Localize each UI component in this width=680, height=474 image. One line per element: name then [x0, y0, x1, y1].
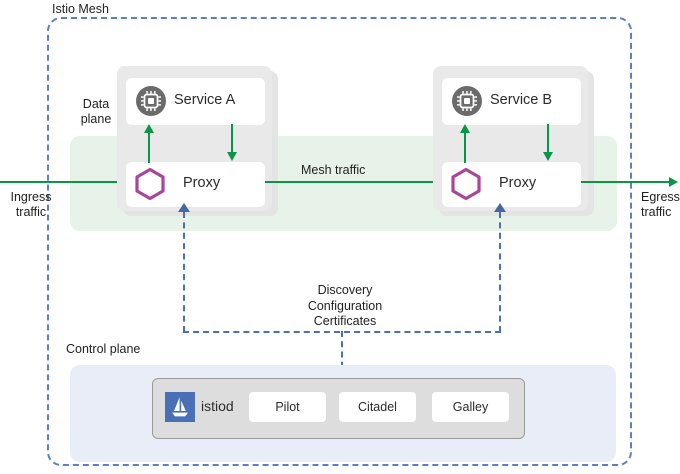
proxy-a-label: Proxy — [183, 175, 221, 191]
service-a-to-proxy-a-line — [231, 124, 234, 155]
control-channel-line1: Discovery — [317, 283, 373, 297]
service-a-label: Service A — [174, 92, 236, 108]
egress-traffic-line — [581, 181, 671, 184]
sailboat-logo-icon — [165, 392, 195, 422]
control-plane-label: Control plane — [66, 342, 141, 356]
proxy-a-to-service-a-arrowhead — [144, 124, 154, 133]
component-chip-citadel[interactable]: Citadel — [339, 392, 416, 422]
egress-traffic-arrowhead — [669, 177, 678, 187]
proxy-b-label: Proxy — [499, 175, 537, 191]
control-to-proxy-b-line — [499, 212, 501, 332]
service-b-label: Service B — [490, 92, 553, 108]
proxy-a-to-service-a-line — [148, 131, 151, 163]
hexagon-icon — [134, 167, 166, 201]
istio-mesh-boundary — [47, 17, 632, 466]
proxy-a-card[interactable]: Proxy — [126, 162, 265, 207]
control-to-proxy-a-line — [183, 212, 185, 332]
data-plane-label-line2: plane — [80, 112, 112, 126]
cpu-chip-icon — [452, 86, 482, 116]
mesh-traffic-line — [265, 181, 445, 184]
ingress-traffic-label: Ingress traffic — [3, 190, 59, 220]
ingress-traffic-line — [0, 181, 128, 184]
control-channel-label: Discovery Configuration Certificates — [280, 283, 410, 330]
mesh-traffic-label: Mesh traffic — [301, 163, 366, 177]
egress-traffic-label-line2: traffic — [641, 205, 672, 219]
control-to-proxy-b-arrowhead — [494, 203, 506, 212]
control-plane-stem-line — [341, 331, 343, 378]
egress-traffic-label-line1: Egress — [641, 190, 680, 204]
ingress-traffic-label-line1: Ingress — [10, 190, 52, 204]
data-plane-label-line1: Data — [82, 97, 110, 111]
component-chip-pilot[interactable]: Pilot — [249, 392, 326, 422]
egress-traffic-label: Egress traffic — [641, 190, 680, 220]
service-b-card[interactable]: Service B — [442, 78, 581, 125]
service-b-to-proxy-b-line — [547, 124, 550, 155]
proxy-b-card[interactable]: Proxy — [442, 162, 581, 207]
proxy-b-to-service-b-line — [464, 131, 467, 163]
service-b-to-proxy-b-arrowhead — [543, 152, 553, 161]
component-chip-galley[interactable]: Galley — [432, 392, 509, 422]
ingress-traffic-label-line2: traffic — [15, 205, 47, 219]
control-to-proxy-a-arrowhead — [178, 203, 190, 212]
control-channel-line2: Configuration — [307, 298, 383, 313]
proxy-b-to-service-b-arrowhead — [460, 124, 470, 133]
control-channel-line3: Certificates — [313, 314, 377, 328]
data-plane-label: Data plane — [66, 97, 126, 127]
hexagon-icon — [450, 167, 482, 201]
service-a-to-proxy-a-arrowhead — [227, 152, 237, 161]
service-a-card[interactable]: Service A — [126, 78, 265, 125]
cpu-chip-icon — [136, 86, 166, 116]
istio-mesh-title: Istio Mesh — [48, 2, 113, 16]
istiod-label: istiod — [201, 398, 234, 414]
